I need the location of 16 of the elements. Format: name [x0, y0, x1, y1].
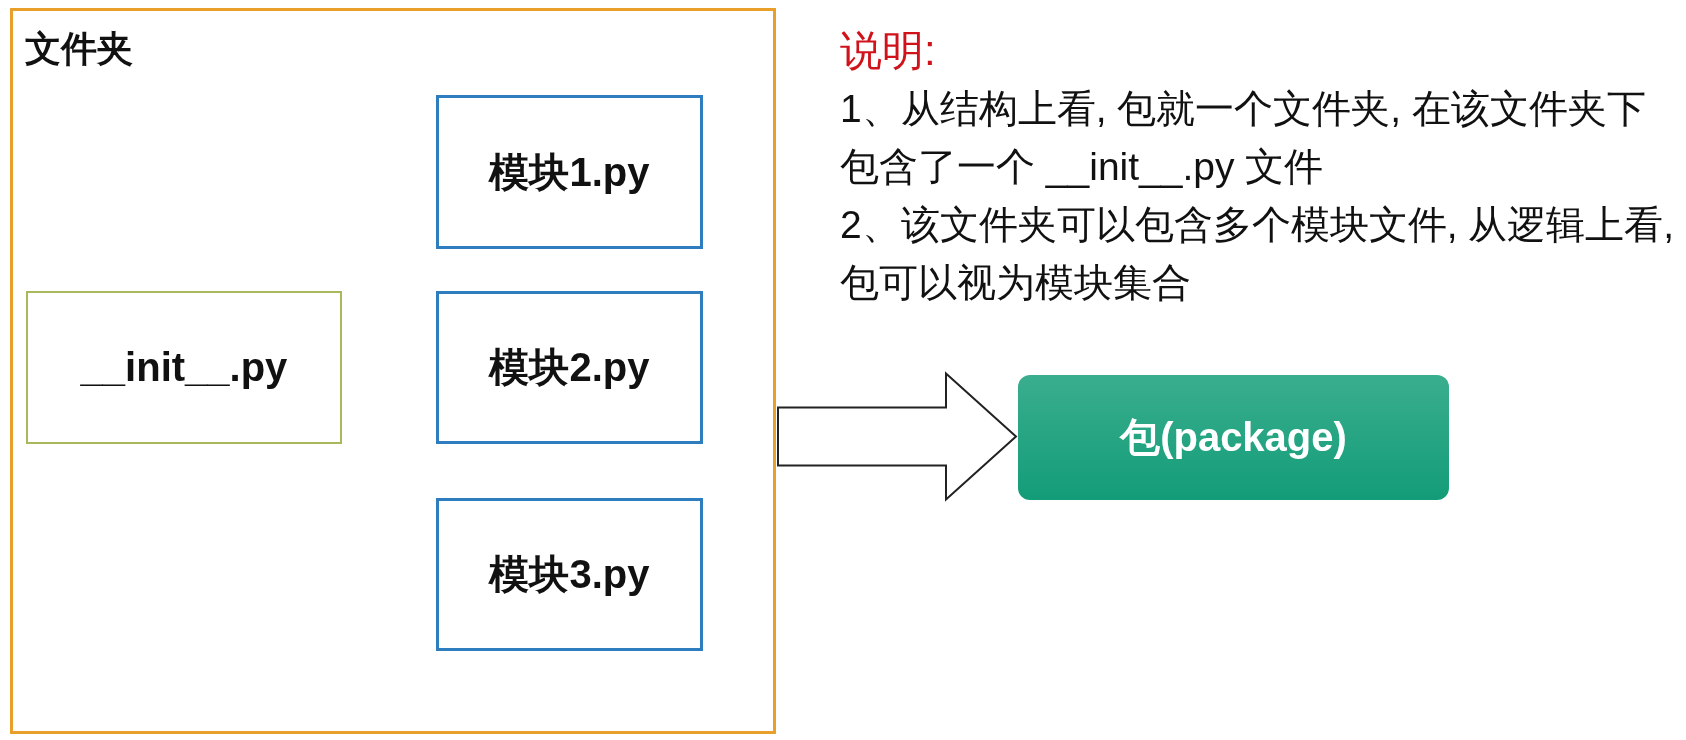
file-box	[436, 498, 703, 651]
file-name: 模块1.py	[489, 148, 650, 196]
file-name: 包(package)	[1120, 414, 1347, 461]
block-arrow	[777, 371, 1018, 502]
note-text: 1、从结构上看, 包就一个文件夹, 在该文件夹下包含了一个 __init__.py 文件	[840, 86, 1648, 190]
folder-heading: 文件夹	[25, 27, 133, 71]
note-heading: 说明:	[840, 26, 936, 76]
file-box	[26, 291, 342, 444]
folder-box	[10, 8, 776, 734]
file-name: 模块3.py	[489, 551, 650, 598]
file-name: __init__.py	[80, 345, 288, 390]
file-box	[436, 291, 703, 444]
file-name: 模块2.py	[489, 344, 650, 391]
note-text: 2、该文件夹可以包含多个模块文件, 从逻辑上看, 包可以视为模块集合	[840, 202, 1676, 306]
package-box	[1018, 375, 1449, 500]
file-box	[436, 95, 703, 249]
